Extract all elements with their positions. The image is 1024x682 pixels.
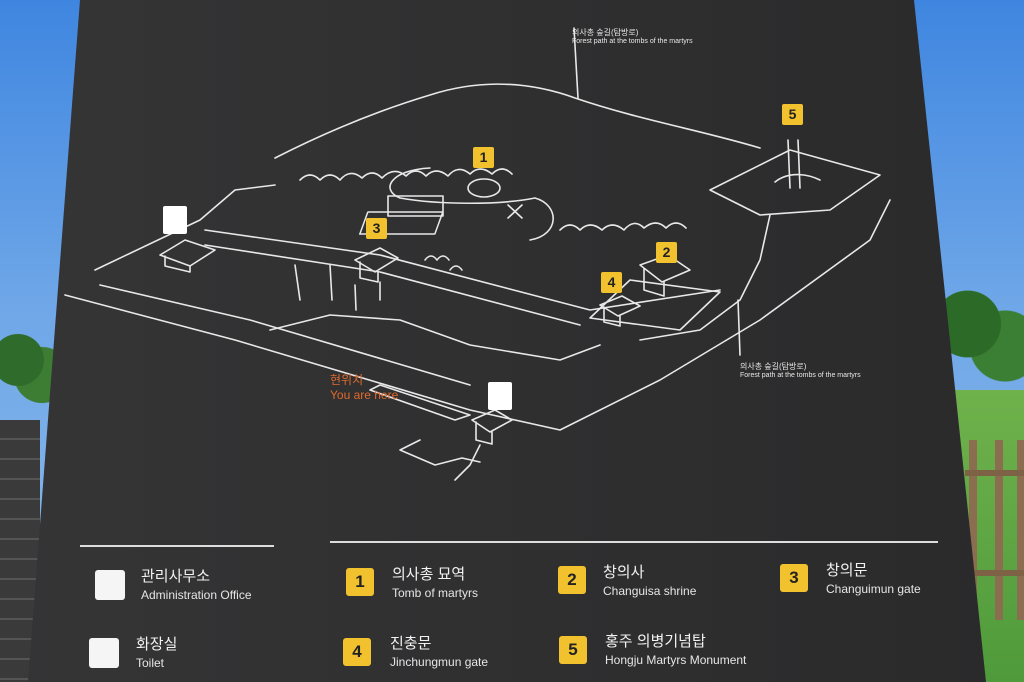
monument-platform xyxy=(709,149,881,216)
you-are-here-structure xyxy=(369,384,471,421)
forest-path-top-label: 의사총 숲길(탐방로) Forest path at the tombs of … xyxy=(572,28,693,45)
legend-item-4-ko: 진충문 xyxy=(390,635,432,652)
monument-tower xyxy=(774,139,821,189)
tree-line-east xyxy=(559,222,687,231)
office-building xyxy=(159,239,216,273)
tomb-platform-left xyxy=(387,195,444,217)
road-inner xyxy=(99,284,471,386)
legend-office-ko: 관리사무소 xyxy=(141,568,211,585)
legend-item-4-en: Jinchungmun gate xyxy=(390,655,489,669)
legend-item-5-en: Hongju Martyrs Monument xyxy=(605,653,747,667)
gate-4-building xyxy=(599,295,641,327)
gate-3-building xyxy=(354,247,399,283)
legend-item-1-en: Tomb of martyrs xyxy=(392,586,479,600)
legend-toilet-en: Toilet xyxy=(136,656,165,670)
legend-item-3-ko: 창의문 xyxy=(826,562,868,579)
office-icon xyxy=(95,570,125,600)
road-west xyxy=(94,184,276,271)
tree-line-top xyxy=(299,168,513,181)
trees-front xyxy=(294,264,381,311)
tomb-ring xyxy=(389,167,554,241)
wall-line-top xyxy=(204,229,721,311)
legend-divider-left xyxy=(80,545,274,547)
legend-office-en: Administration Office xyxy=(141,588,252,602)
legend-item-5-ko: 홍주 의병기념탑 xyxy=(605,633,706,650)
you-are-here-label: 현위치 You are here xyxy=(330,373,399,402)
road-south-end xyxy=(454,444,481,481)
road-east xyxy=(639,214,771,341)
toilet-icon xyxy=(89,638,119,668)
map-badge-1: 1 xyxy=(473,147,494,168)
toilet-building xyxy=(471,409,513,445)
legend-toilet-ko: 화장실 xyxy=(136,636,178,653)
tree-cluster-center xyxy=(424,255,463,271)
tomb-stone xyxy=(507,204,523,219)
forest-path-right-label: 의사총 숲길(탐방로) Forest path at the tombs of … xyxy=(740,362,861,379)
wooden-fence xyxy=(965,440,1024,630)
legend-badge-1: 1 xyxy=(346,568,374,596)
legend-badge-5: 5 xyxy=(559,636,587,664)
toilet-icon xyxy=(488,382,512,410)
map-badge-3: 3 xyxy=(366,218,387,239)
road-middle xyxy=(269,314,601,361)
top-path-pointer xyxy=(573,27,579,99)
sign-board xyxy=(28,0,986,682)
legend-badge-2: 2 xyxy=(558,566,586,594)
wall-line-bottom xyxy=(204,244,581,326)
map-badge-2: 2 xyxy=(656,242,677,263)
right-path-pointer xyxy=(737,299,741,356)
legend-badge-3: 3 xyxy=(780,564,808,592)
shrine-platform xyxy=(589,279,721,331)
tomb-platform-right xyxy=(358,211,444,235)
tomb-mound xyxy=(467,178,501,198)
road-south xyxy=(399,439,481,466)
legend-badge-4: 4 xyxy=(343,638,371,666)
legend-item-2-ko: 창의사 xyxy=(603,564,645,581)
legend-item-1-ko: 의사총 묘역 xyxy=(392,566,466,583)
legend-item-3-en: Changuimun gate xyxy=(826,582,921,596)
map-badge-5: 5 xyxy=(782,104,803,125)
road-outer xyxy=(64,199,891,431)
hill-outline xyxy=(274,83,761,159)
map-badge-4: 4 xyxy=(601,272,622,293)
legend-divider-right xyxy=(330,541,938,543)
office-icon xyxy=(163,206,187,234)
legend-item-2-en: Changuisa shrine xyxy=(603,584,697,598)
